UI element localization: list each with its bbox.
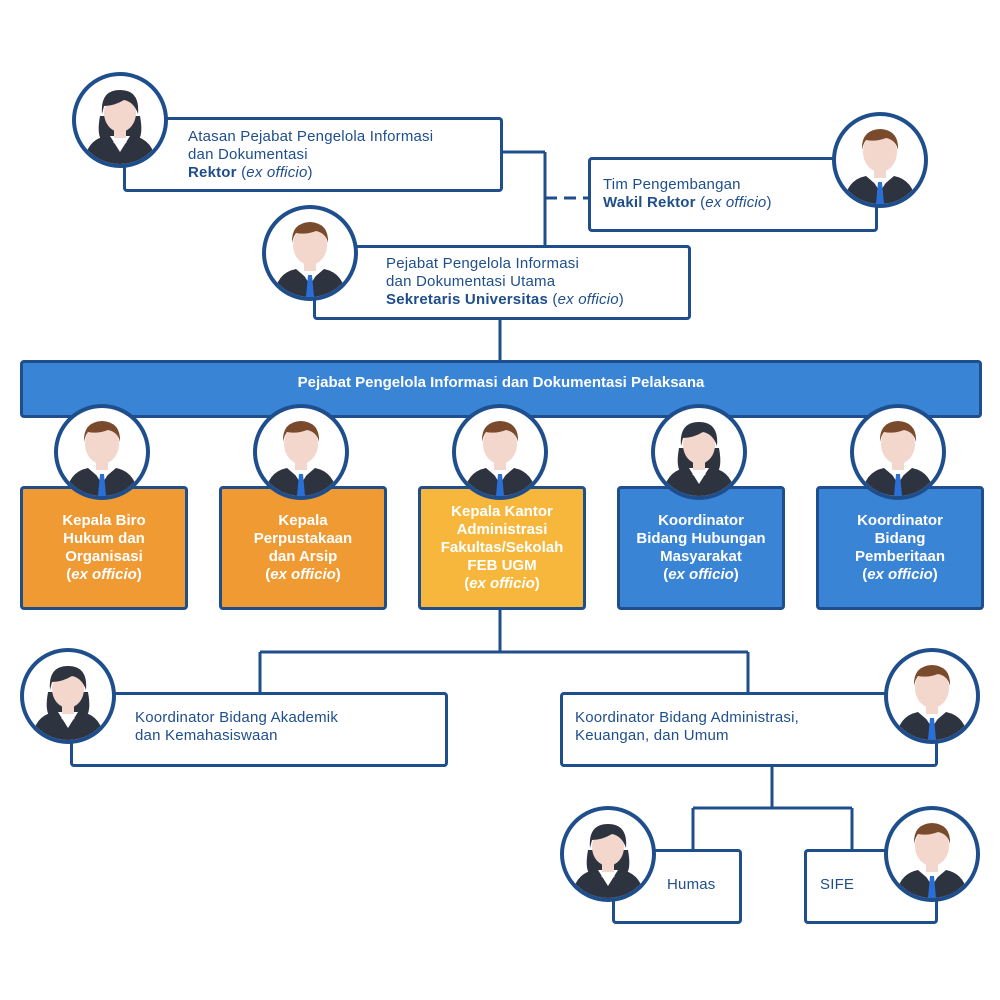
akademik-line2: dan Kemahasiswaan: [135, 727, 278, 744]
utama-line1: Pejabat Pengelola Informasi: [386, 255, 580, 272]
male-avatar-icon: [884, 806, 980, 902]
administrasi-box: [560, 692, 938, 767]
administrasi-line1: Koordinator Bidang Administrasi,: [575, 709, 800, 726]
atasan-line1: Atasan Pejabat Pengelola Informasi: [188, 128, 434, 145]
female-avatar-icon: [560, 806, 656, 902]
card-line: Fakultas/Sekolah: [440, 539, 564, 556]
card-role: (ex officio): [464, 575, 540, 592]
female-avatar-icon: [72, 72, 168, 168]
female-avatar-icon: [651, 404, 747, 500]
card-line: dan Arsip: [268, 548, 338, 565]
card-line: Kepala: [278, 512, 328, 529]
card-line: Perpustakaan: [253, 530, 353, 547]
card-line: Koordinator: [857, 512, 943, 529]
card-role: (ex officio): [862, 566, 938, 583]
card-line: Masyarakat: [660, 548, 742, 565]
administrasi-text: Koordinator Bidang Administrasi, Keuanga…: [575, 709, 799, 745]
administrasi-line2: Keuangan, dan Umum: [575, 727, 729, 744]
male-avatar-icon: [253, 404, 349, 500]
card-line: Koordinator: [658, 512, 744, 529]
humas-label: Humas: [667, 876, 716, 893]
atasan-name: Rektor: [188, 164, 237, 181]
atasan-official: Rektor (ex officio): [188, 164, 313, 181]
atasan-text: Atasan Pejabat Pengelola Informasi dan D…: [188, 128, 433, 182]
card-line: Kepala Biro: [62, 512, 146, 529]
male-avatar-icon: [884, 648, 980, 744]
utama-official: Sekretaris Universitas (ex officio): [386, 291, 624, 308]
akademik-box: [70, 692, 448, 767]
tim-name: Wakil Rektor: [603, 194, 696, 211]
utama-text: Pejabat Pengelola Informasi dan Dokument…: [386, 255, 624, 309]
sife-label: SIFE: [820, 876, 855, 893]
akademik-line1: Koordinator Bidang Akademik: [135, 709, 339, 726]
card-role: (ex officio): [663, 566, 739, 583]
card-role: (ex officio): [66, 566, 142, 583]
male-avatar-icon: [452, 404, 548, 500]
tim-official: Wakil Rektor (ex officio): [603, 194, 772, 211]
card-line: Administrasi: [456, 521, 548, 538]
card-line: FEB UGM: [467, 557, 537, 574]
atasan-box: [123, 117, 503, 192]
card-biro-hukum: Kepala Biro Hukum dan Organisasi (ex off…: [20, 486, 188, 610]
card-line: Kepala Kantor: [451, 503, 553, 520]
utama-box: [313, 245, 691, 320]
utama-role: ex officio: [557, 291, 619, 308]
male-avatar-icon: [54, 404, 150, 500]
card-line: Organisasi: [65, 548, 143, 565]
card-kantor-administrasi: Kepala Kantor Administrasi Fakultas/Seko…: [418, 486, 586, 610]
utama-line2: dan Dokumentasi Utama: [386, 273, 556, 290]
card-perpustakaan: Kepala Perpustakaan dan Arsip (ex offici…: [219, 486, 387, 610]
atasan-line2: dan Dokumentasi: [188, 146, 308, 163]
akademik-text: Koordinator Bidang Akademik dan Kemahasi…: [135, 709, 338, 745]
atasan-role: ex officio: [246, 164, 308, 181]
utama-name: Sekretaris Universitas: [386, 291, 548, 308]
card-hubungan-masyarakat: Koordinator Bidang Hubungan Masyarakat (…: [617, 486, 785, 610]
male-avatar-icon: [832, 112, 928, 208]
female-avatar-icon: [20, 648, 116, 744]
card-pemberitaan: Koordinator Bidang Pemberitaan (ex offic…: [816, 486, 984, 610]
card-role: (ex officio): [265, 566, 341, 583]
card-line: Bidang Hubungan: [636, 530, 766, 547]
male-avatar-icon: [262, 205, 358, 301]
tim-role: ex officio: [705, 194, 767, 211]
tim-line1: Tim Pengembangan: [603, 176, 741, 193]
card-line: Pemberitaan: [854, 548, 946, 565]
male-avatar-icon: [850, 404, 946, 500]
tim-text: Tim Pengembangan Wakil Rektor (ex offici…: [603, 176, 772, 212]
card-line: Hukum dan: [63, 530, 145, 547]
card-line: Bidang: [874, 530, 926, 547]
